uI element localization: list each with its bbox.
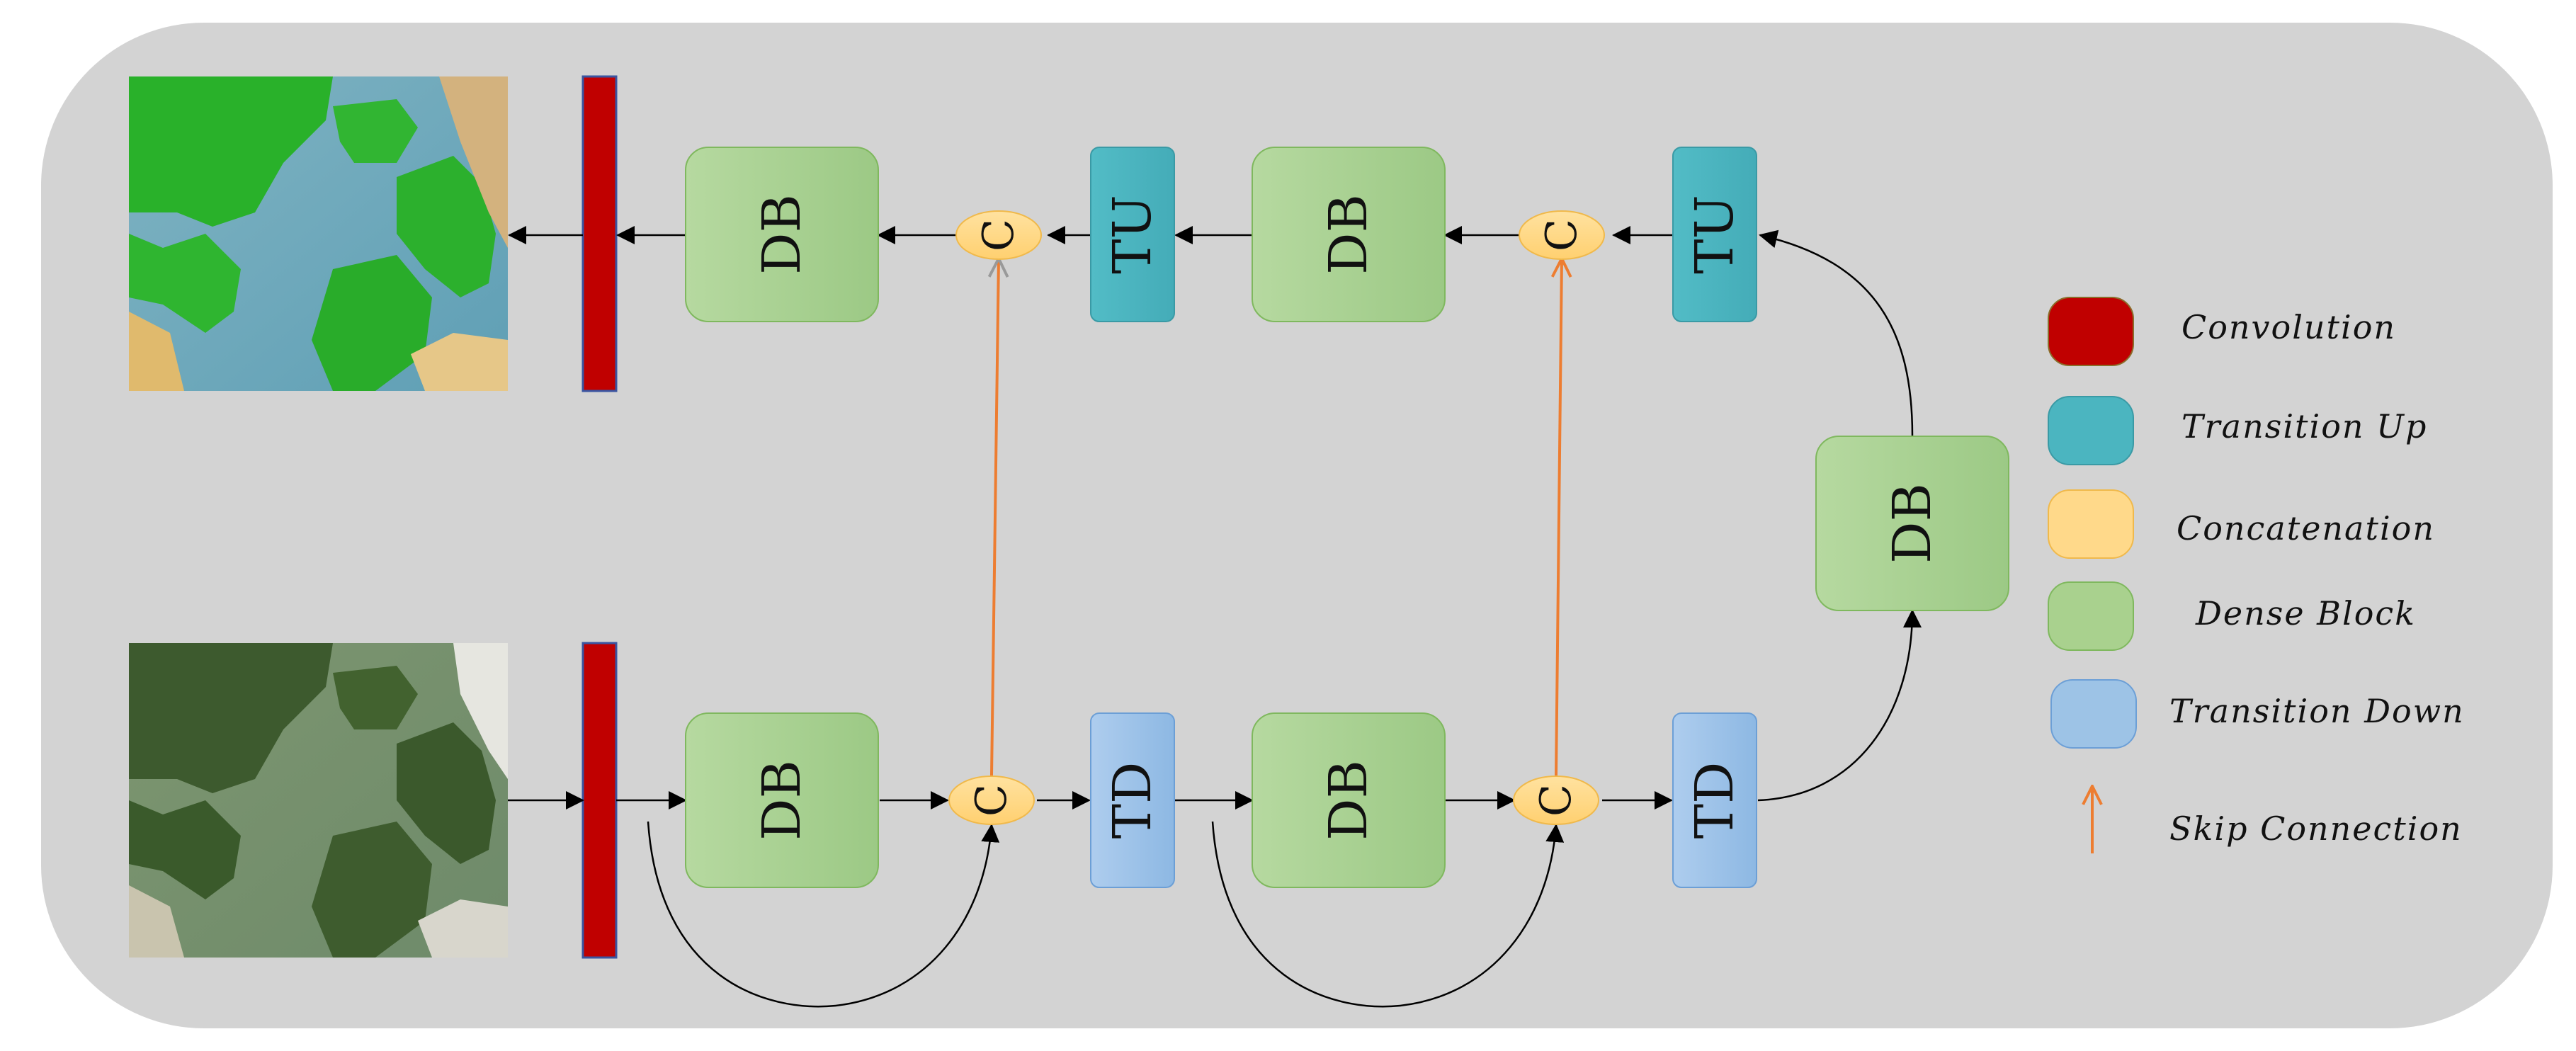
concatenation-node-down-1: C <box>948 776 1035 825</box>
aerial-input-image <box>129 643 508 958</box>
legend-swatch-concatenation <box>2048 489 2134 559</box>
transition-down-block-1: TD <box>1090 712 1175 888</box>
transition-up-block-2: TU <box>1090 147 1175 322</box>
legend-swatch-convolution <box>2048 297 2134 366</box>
transition-down-block-2: TD <box>1672 712 1757 888</box>
convolution-bar-top <box>581 75 618 392</box>
svg-text:C: C <box>967 784 1016 817</box>
legend-label-transition-down: Transition Down <box>2169 692 2465 730</box>
dense-block-bottleneck: DB <box>1815 436 2009 611</box>
skip-connection-2 <box>1556 259 1562 776</box>
concatenation-node-up-1: C <box>1519 210 1605 260</box>
legend-swatch-transition-up <box>2048 396 2134 465</box>
legend-label-transition-up: Transition Up <box>2181 407 2427 445</box>
svg-text:C: C <box>1531 784 1581 817</box>
svg-text:C: C <box>1537 219 1587 251</box>
legend-label-skip-connection: Skip Connection <box>2169 809 2463 848</box>
legend-label-dense-block: Dense Block <box>2195 594 2416 632</box>
svg-text:DB: DB <box>1318 194 1379 275</box>
legend-swatch-transition-down <box>2050 679 2137 749</box>
concatenation-node-down-2: C <box>1513 776 1599 825</box>
svg-text:TD: TD <box>1102 762 1163 839</box>
legend-label-convolution: Convolution <box>2181 308 2396 346</box>
convolution-bar-bottom <box>581 642 618 959</box>
bottom-path-arrows <box>508 229 1922 1008</box>
svg-text:DB: DB <box>1882 483 1943 564</box>
dense-block-down-1: DB <box>685 712 879 888</box>
concatenation-node-up-2: C <box>955 210 1042 260</box>
legend: Convolution Transition Up Concatenation … <box>2048 297 2465 853</box>
legend-swatch-dense-block <box>2048 581 2134 651</box>
segmentation-output-image <box>129 76 508 391</box>
svg-text:C: C <box>974 219 1023 251</box>
legend-label-concatenation: Concatenation <box>2177 509 2435 547</box>
svg-text:DB: DB <box>751 194 812 275</box>
skip-connection-1 <box>992 259 999 776</box>
dense-block-up-2: DB <box>685 147 879 322</box>
transition-up-block-1: TU <box>1672 147 1757 322</box>
svg-text:TU: TU <box>1102 195 1163 274</box>
svg-text:TD: TD <box>1684 762 1745 839</box>
dense-block-up-1: DB <box>1252 147 1446 322</box>
dense-block-down-2: DB <box>1252 712 1446 888</box>
svg-text:DB: DB <box>751 760 812 841</box>
svg-text:DB: DB <box>1318 760 1379 841</box>
svg-text:TU: TU <box>1684 195 1745 274</box>
